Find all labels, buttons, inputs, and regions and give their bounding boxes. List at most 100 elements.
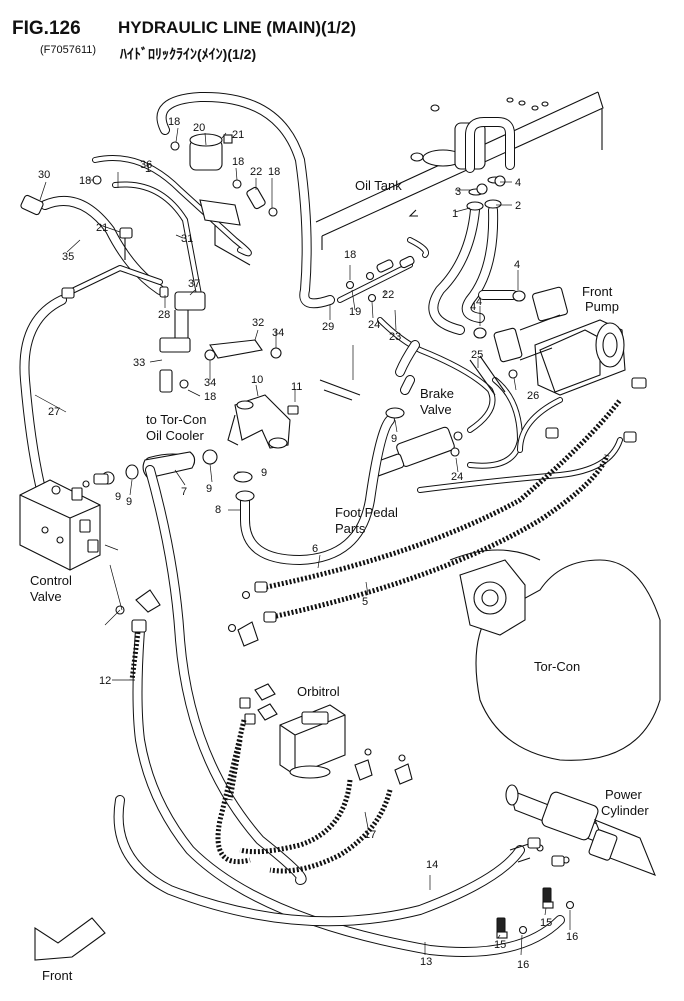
center-hoses — [202, 394, 405, 565]
callout: 37 — [188, 278, 200, 290]
callout: 18 — [204, 391, 216, 403]
label-orbitrol: Orbitrol — [297, 684, 340, 699]
label-foot-pedal-1: Foot Pedal — [335, 505, 398, 520]
callout: 5 — [362, 596, 368, 608]
callout: 13 — [420, 956, 432, 968]
hose-7 — [82, 451, 196, 488]
figure-title-jp: ﾊｲﾄﾞﾛﾘｯｸﾗｲﾝ(ﾒｲﾝ)(1/2) — [120, 46, 257, 62]
callout: 32 — [252, 317, 264, 329]
callout: 35 — [62, 251, 74, 263]
brake-valve — [371, 340, 463, 477]
label-oil-tank: Oil Tank — [355, 178, 402, 193]
label-foot-pedal-2: Parts — [335, 521, 366, 536]
callout: 17 — [364, 829, 376, 841]
callout: 34 — [272, 327, 284, 339]
callout: 18 — [168, 116, 180, 128]
callout: 15 — [540, 917, 552, 929]
callout: 9 — [206, 483, 212, 495]
label-front-pump-2: Pump — [585, 299, 619, 314]
label-power-cylinder-2: Cylinder — [601, 803, 649, 818]
callout: 15 — [494, 939, 506, 951]
callout: 6 — [312, 543, 318, 555]
label-tor-con-cooler-1: to Tor-Con — [146, 412, 206, 427]
orbitrol — [239, 683, 413, 785]
callout: 18 — [268, 166, 280, 178]
callout: 22 — [250, 166, 262, 178]
callout: 29 — [322, 321, 334, 333]
callout: 11 — [291, 381, 302, 393]
control-valve — [19, 479, 123, 626]
oil-tank — [315, 91, 604, 401]
filter-assembly — [92, 133, 278, 266]
figure-number: FIG.126 — [12, 18, 81, 39]
label-tor-con: Tor-Con — [534, 659, 580, 674]
callout: 22 — [382, 289, 394, 301]
tank-return-hose — [156, 91, 335, 309]
callout: 3 — [455, 186, 461, 198]
callout: 30 — [38, 169, 50, 181]
callout: 36 — [140, 159, 152, 171]
callout: 31 — [181, 233, 193, 245]
callout: 1 — [145, 163, 151, 175]
leader-lines — [34, 127, 571, 956]
callout: 10 — [251, 374, 263, 386]
power-cylinder — [505, 784, 656, 876]
callout: 1 — [452, 208, 458, 220]
callout: 2 — [515, 200, 521, 212]
callout: 9 — [391, 433, 397, 445]
callout: 23 — [389, 331, 401, 343]
plate-25 — [469, 355, 518, 396]
label-power-cylinder-1: Power — [605, 787, 643, 802]
foot-pedal-line — [417, 437, 623, 493]
callout: 8 — [215, 504, 221, 516]
callout: 24 — [368, 319, 380, 331]
callout: 26 — [527, 390, 539, 402]
callout: 4 — [515, 177, 521, 189]
tor-con — [449, 549, 661, 761]
callout: 16 — [517, 959, 529, 971]
callout: 25 — [471, 349, 483, 361]
bracket-32 — [204, 339, 282, 361]
callout: 18 — [79, 175, 91, 187]
callout: 4 — [470, 301, 476, 313]
callout: 9 — [261, 467, 267, 479]
pump-hose-23 — [377, 317, 563, 469]
suction-hoses — [428, 176, 526, 339]
callout: 28 — [158, 309, 170, 321]
callout-numbers: 1 3 4 2 4 4 18 20 21 18 22 18 36 18 30 2… — [38, 116, 578, 971]
callout: 7 — [181, 486, 187, 498]
callout: 34 — [204, 377, 216, 389]
front-pump — [493, 286, 647, 443]
callout: 21 — [96, 222, 108, 234]
label-brake-valve-1: Brake — [420, 386, 454, 401]
callout: 4 — [476, 296, 482, 308]
label-front: Front — [42, 968, 73, 983]
callout: 18 — [344, 249, 356, 261]
clamps — [496, 887, 575, 939]
callout: 14 — [426, 859, 438, 871]
hoses-17 — [215, 719, 393, 874]
front-arrow-icon — [34, 917, 106, 961]
callout: 12 — [99, 675, 111, 687]
top-left-hoses — [20, 155, 252, 393]
tank-fittings — [337, 175, 506, 303]
label-control-valve-1: Control — [30, 573, 72, 588]
callout: 33 — [133, 357, 145, 369]
callout: 24 — [451, 471, 463, 483]
callout: 21 — [232, 129, 244, 141]
label-brake-valve-2: Valve — [420, 402, 452, 417]
callout: 27 — [48, 406, 60, 418]
figure-code: (F7057611) — [40, 44, 97, 56]
label-control-valve-2: Valve — [30, 589, 62, 604]
hoses-5-6 — [227, 398, 622, 647]
callout: 16 — [566, 931, 578, 943]
callout: 9 — [115, 491, 121, 503]
callout: 19 — [349, 306, 361, 318]
callout: 20 — [193, 122, 205, 134]
left-long-hoses — [19, 295, 565, 957]
figure-title: HYDRAULIC LINE (MAIN)(1/2) — [118, 18, 356, 37]
callout: 4 — [514, 259, 520, 271]
label-tor-con-cooler-2: Oil Cooler — [146, 428, 204, 443]
text-labels: Oil Tank Front Pump Brake Valve to Tor-C… — [30, 178, 649, 983]
